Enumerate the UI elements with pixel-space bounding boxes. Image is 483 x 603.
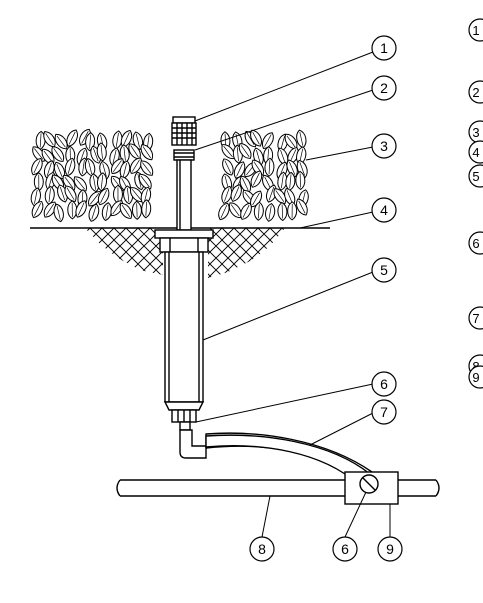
legend-column: 123456789 [468,18,483,389]
callout-c8: 8 [249,536,275,562]
legend-item-1: 1 [468,18,483,42]
sprinkler-body [154,116,214,431]
callout-label: 7 [380,404,388,420]
shrub-leaf [33,172,44,192]
shrub-leaf [67,200,78,220]
legend-item-7: 7 [468,306,483,330]
callout-c3: 3 [371,133,397,159]
callout-c9: 9 [377,536,403,562]
legend-item-6: 6 [468,231,483,255]
callout-c6b: 6 [332,536,358,562]
shrub-leaf [263,202,277,223]
legend-label: 7 [472,311,479,326]
callout-c5: 5 [371,257,397,283]
callout-label: 4 [380,202,388,218]
shrub-leaf [287,201,298,221]
callouts: 1 2 3 4 5 6 7 8 6 9 [249,35,403,562]
legend-label: 1 [472,23,479,38]
callout-label: 6 [341,541,349,557]
soil-hatch [85,228,285,278]
leader-lines [194,51,391,538]
shrub-leaf [276,201,288,222]
callout-c2: 2 [371,75,397,101]
shrub-leaf [131,200,143,220]
callout-c6a: 6 [371,371,397,397]
legend-label: 9 [472,370,479,385]
callout-c1: 1 [371,35,397,61]
legend-label: 5 [472,169,479,184]
legend-label: 6 [472,236,479,251]
legend-item-2: 2 [468,80,483,104]
callout-label: 5 [380,262,388,278]
shrub-leaf [219,156,237,178]
callout-c4: 4 [371,197,397,223]
callout-label: 1 [380,40,388,56]
callout-label: 3 [380,138,388,154]
shrub-leaf [62,156,78,178]
shrub-right [215,127,311,223]
callout-c7: 7 [371,399,397,425]
legend-label: 2 [472,85,479,100]
callout-label: 9 [386,541,394,557]
legend-item-4: 4 [468,140,483,164]
callout-label: 2 [380,80,388,96]
callout-label: 8 [258,541,266,557]
callout-label: 6 [380,376,388,392]
legend-item-3: 3 [468,120,483,144]
legend-item-5: 5 [468,164,483,188]
legend-item-9: 9 [468,365,483,389]
shrub-left [28,126,157,224]
legend-label: 4 [472,145,479,160]
legend-label: 3 [472,125,479,140]
lateral-pipe [116,471,440,505]
